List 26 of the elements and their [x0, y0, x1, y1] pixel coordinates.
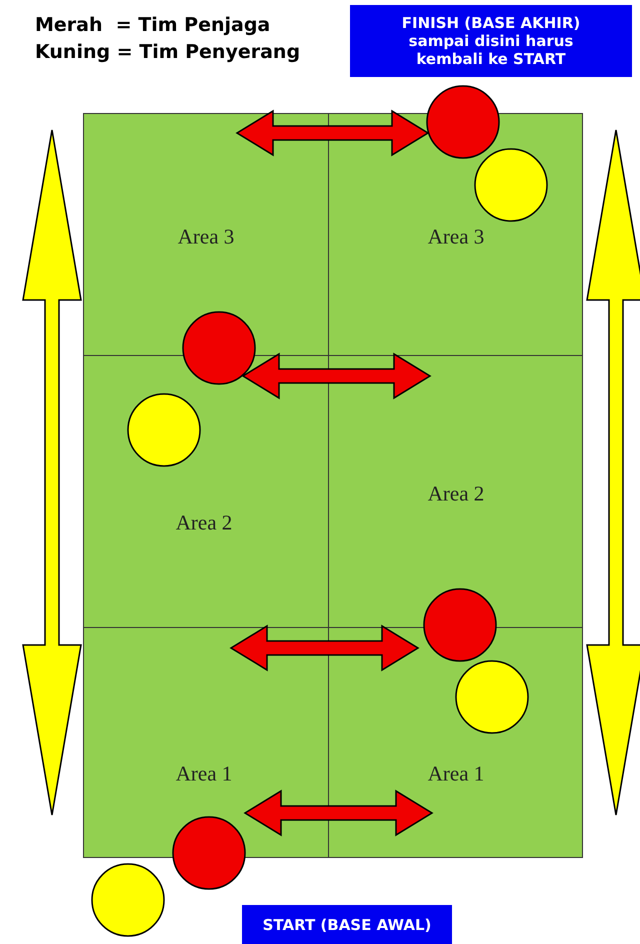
area-label: Area 1	[176, 762, 232, 786]
player-circle	[91, 863, 165, 937]
area-label: Area 3	[428, 224, 484, 250]
area-label: Area 2	[428, 482, 484, 506]
player-circle	[426, 85, 500, 159]
base-banner	[350, 5, 632, 77]
player-circle	[182, 311, 256, 385]
area-label: Area 1	[428, 762, 484, 786]
player-circle	[474, 148, 548, 222]
double-arrow	[230, 624, 420, 672]
legend-text: Merah = Tim Penjaga	[35, 14, 270, 36]
banner-text: START (BASE AWAL)	[262, 916, 432, 934]
legend-text: Kuning = Tim Penyerang	[35, 41, 300, 63]
area-label: Area 3	[178, 224, 234, 250]
player-circle	[127, 393, 201, 467]
player-circle	[423, 588, 497, 662]
double-arrow	[244, 790, 434, 836]
player-circle	[172, 816, 246, 890]
double-arrow	[236, 110, 430, 156]
field-area	[83, 113, 329, 356]
field-area	[328, 355, 583, 628]
area-label: Area 2	[176, 510, 232, 536]
double-arrow	[242, 352, 432, 400]
banner-text: FINISH (BASE AKHIR) sampai disini harus kembali ke START	[400, 14, 582, 68]
base-banner	[242, 905, 452, 944]
player-circle	[455, 660, 529, 734]
